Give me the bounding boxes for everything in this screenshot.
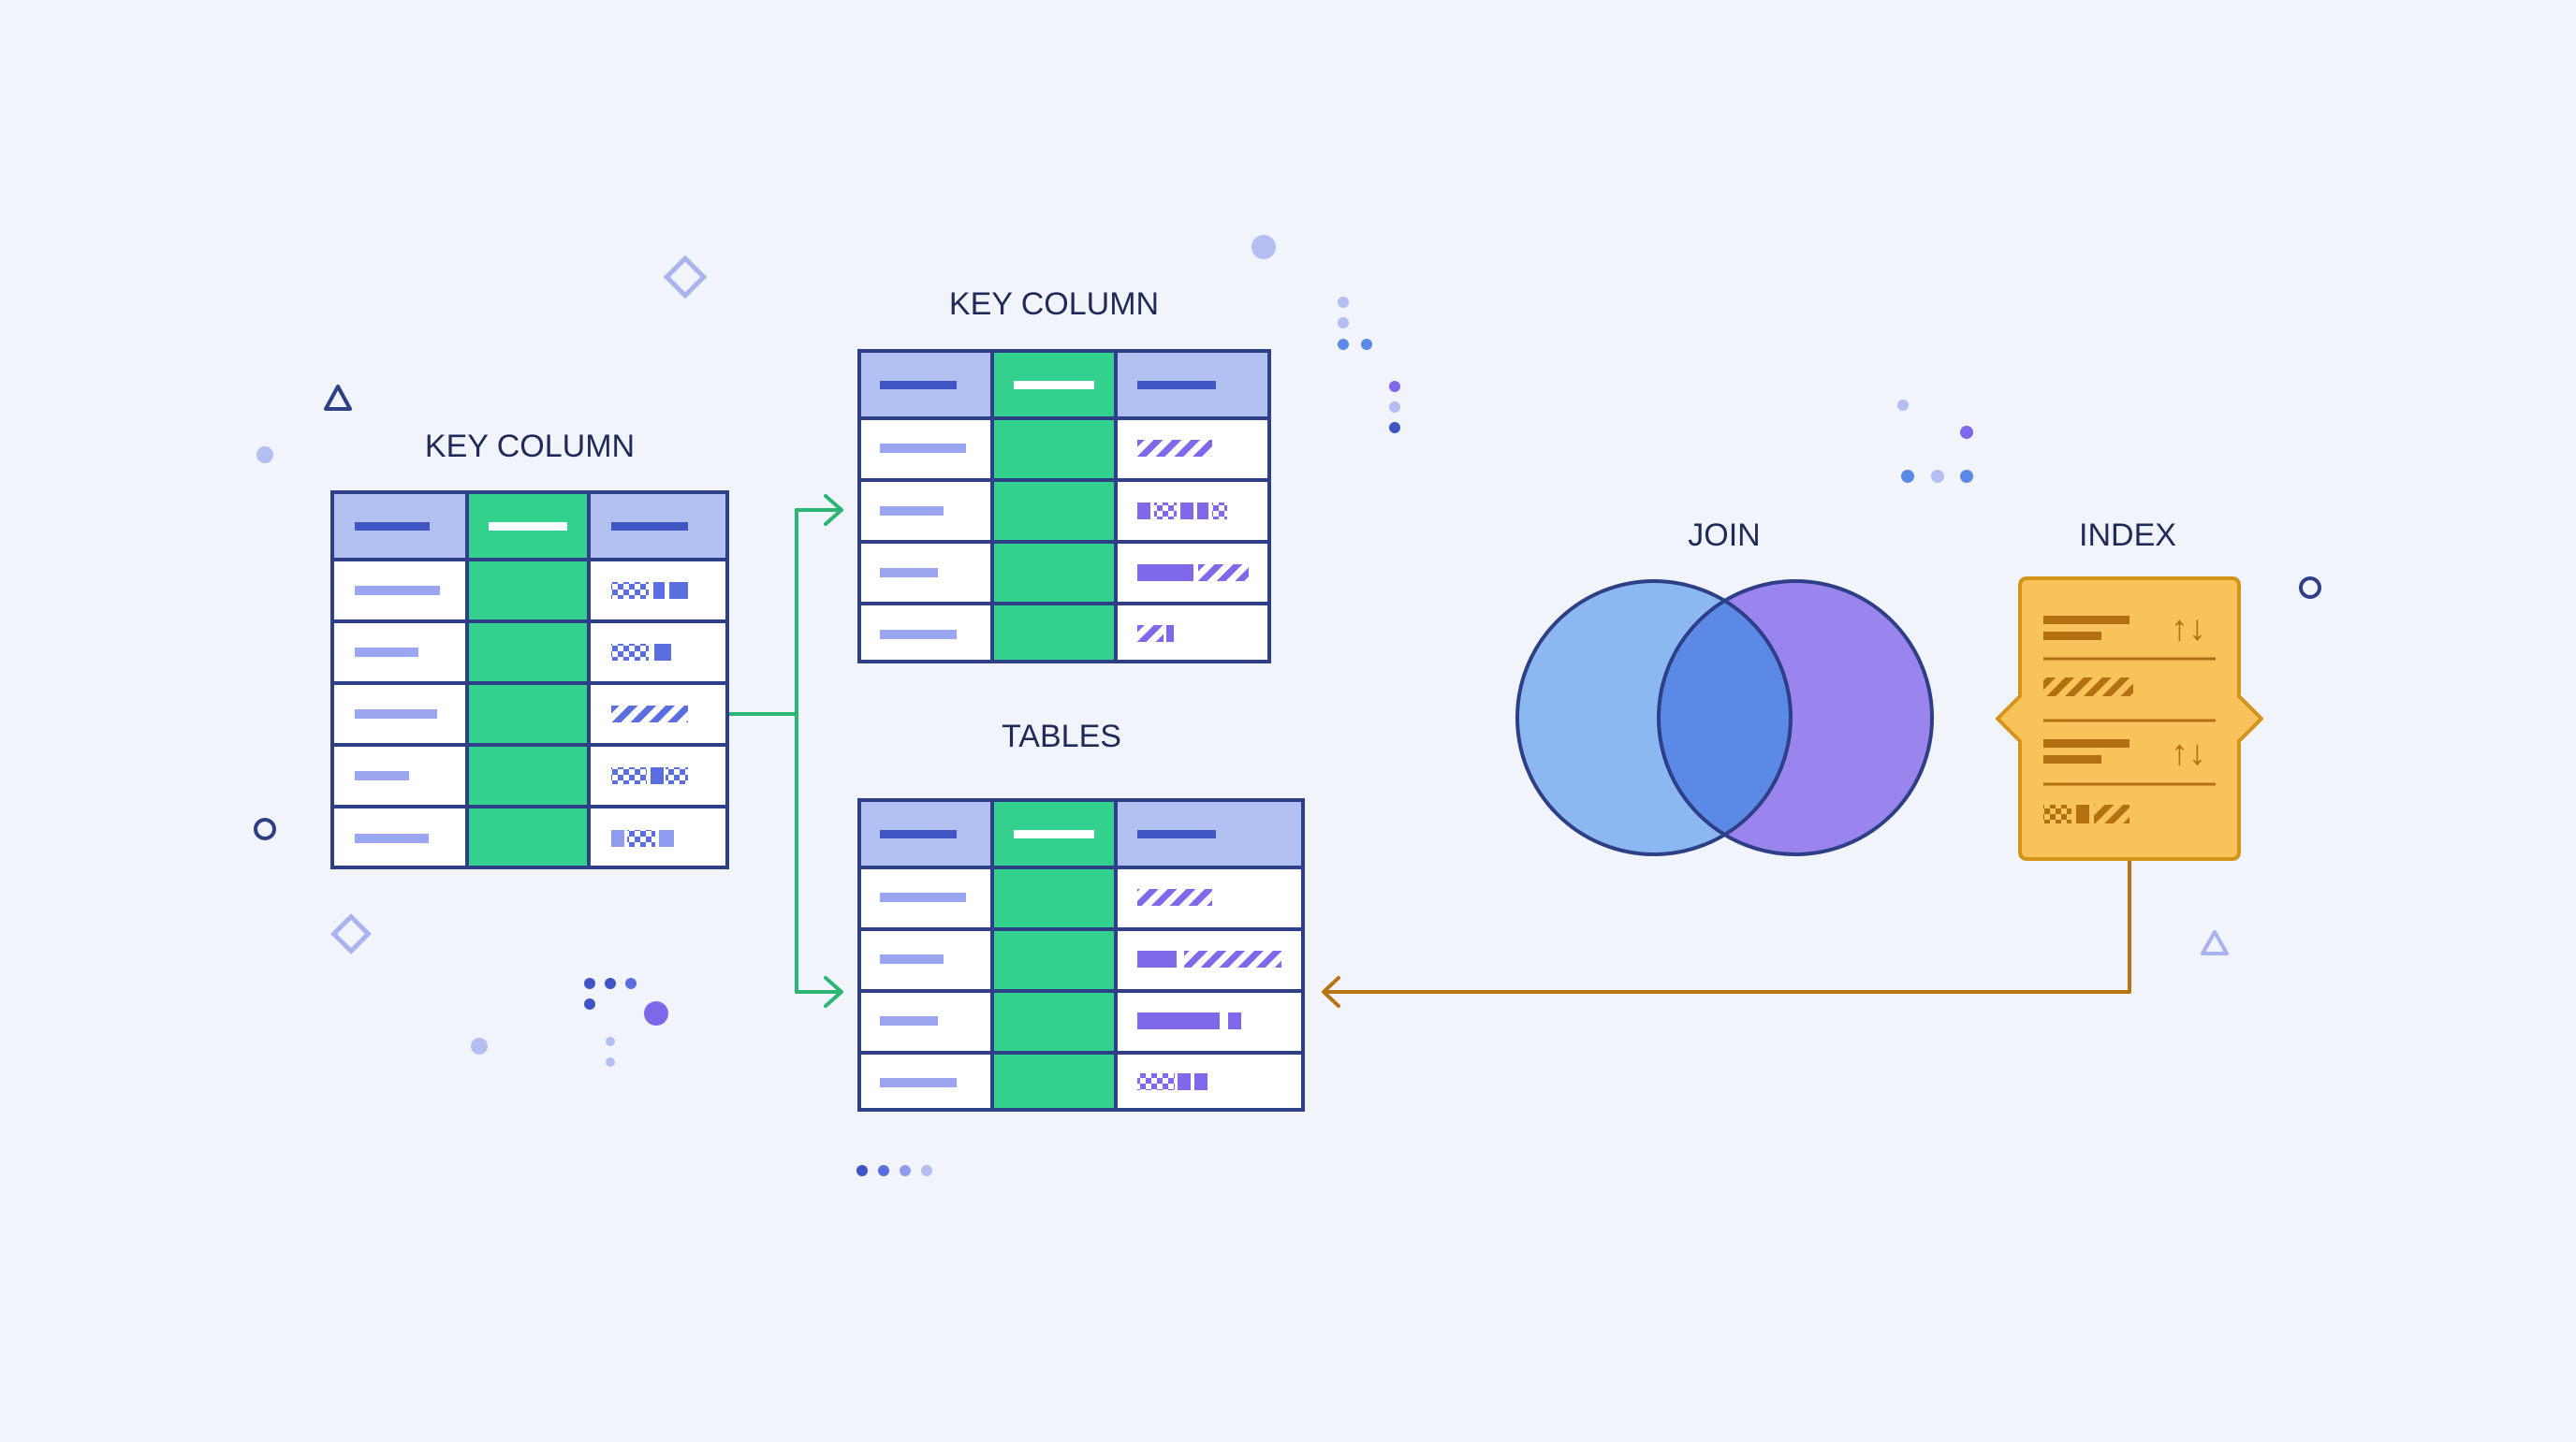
dot-decoration: [921, 1165, 932, 1176]
join-venn-diagram: [1515, 579, 1934, 856]
table-bottom: [857, 798, 1305, 1112]
dot-decoration: [1338, 339, 1349, 350]
dot-decoration: [1897, 400, 1909, 411]
venn-overlap: [1659, 581, 1791, 854]
dot-decoration: [1960, 470, 1973, 483]
key-column-label-left: KEY COLUMN: [425, 429, 635, 464]
dot-decoration: [1389, 381, 1400, 392]
dot-decoration: [1338, 297, 1349, 308]
dot-decoration: [584, 998, 595, 1010]
dot-decoration: [878, 1165, 889, 1176]
index-card: ↑↓ ↑↓: [1996, 576, 2263, 861]
table-top: [857, 349, 1271, 663]
triangle-decoration: [2201, 930, 2229, 955]
arrowhead-icon: [824, 494, 843, 526]
dot-decoration: [584, 978, 595, 989]
dot-decoration: [1960, 426, 1973, 439]
ring-decoration: [254, 818, 276, 840]
dot-decoration: [606, 1037, 615, 1046]
dot-decoration: [1389, 401, 1400, 413]
triangle-decoration: [324, 385, 352, 411]
dot-decoration: [471, 1038, 488, 1055]
arrowhead-icon: [1322, 976, 1340, 1008]
dot-decoration: [605, 978, 616, 989]
dot-decoration: [900, 1165, 911, 1176]
sort-icon: ↑↓: [2171, 609, 2206, 648]
diamond-decoration: [330, 913, 372, 954]
ring-decoration: [2299, 576, 2321, 599]
dot-decoration: [1389, 422, 1400, 433]
index-label: INDEX: [2079, 517, 2176, 553]
dot-decoration: [1251, 235, 1276, 259]
join-label: JOIN: [1688, 517, 1760, 553]
index-card-shape: [1996, 576, 2263, 861]
dot-decoration: [644, 1001, 668, 1026]
table-left: [330, 490, 729, 869]
dot-decoration: [1901, 470, 1914, 483]
dot-decoration: [1338, 317, 1349, 328]
diamond-decoration: [663, 255, 708, 299]
sort-icon: ↑↓: [2171, 734, 2206, 773]
key-column-highlight: [992, 351, 1116, 662]
decorations: [254, 235, 2321, 1176]
tables-label: TABLES: [1002, 719, 1121, 754]
green-connector: [725, 494, 843, 1008]
key-column-highlight: [467, 492, 589, 867]
dot-decoration: [1361, 339, 1372, 350]
orange-connector: [1322, 857, 2131, 1008]
dot-decoration: [256, 446, 273, 463]
key-column-label-top: KEY COLUMN: [949, 286, 1159, 322]
dot-decoration: [606, 1057, 615, 1067]
key-column-highlight: [992, 800, 1116, 1110]
dot-decoration: [856, 1165, 868, 1176]
dot-decoration: [625, 978, 637, 989]
arrowhead-icon: [824, 976, 843, 1008]
dot-decoration: [1931, 470, 1944, 483]
